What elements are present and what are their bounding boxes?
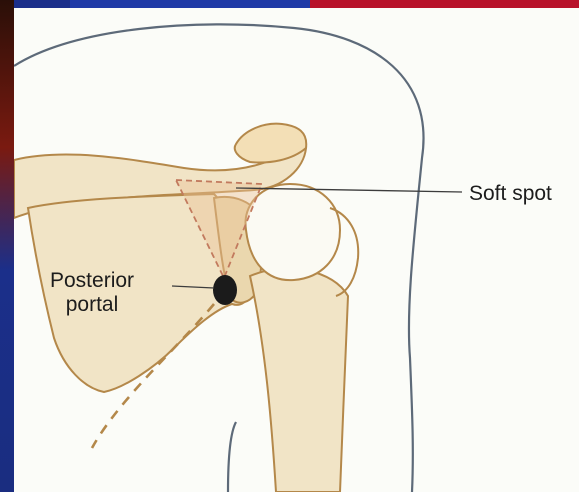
shoulder-diagram-panel: Soft spot Posterior portal: [14, 8, 579, 492]
soft-spot-label: Soft spot: [469, 182, 552, 206]
posterior-portal-label: Posterior portal: [50, 269, 134, 317]
frame-top-blue-strip: [70, 0, 310, 8]
shoulder-illustration: [14, 8, 579, 492]
humeral-head: [245, 184, 340, 280]
frame-left-strip: [0, 0, 14, 492]
posterior-portal-marker: [213, 275, 237, 305]
arm-inner-outline: [228, 422, 236, 492]
posterior-portal-label-line1: Posterior: [50, 269, 134, 293]
posterior-portal-label-line2: portal: [50, 293, 134, 317]
humerus-shaft: [250, 268, 348, 492]
frame-top-red-strip: [310, 0, 579, 8]
